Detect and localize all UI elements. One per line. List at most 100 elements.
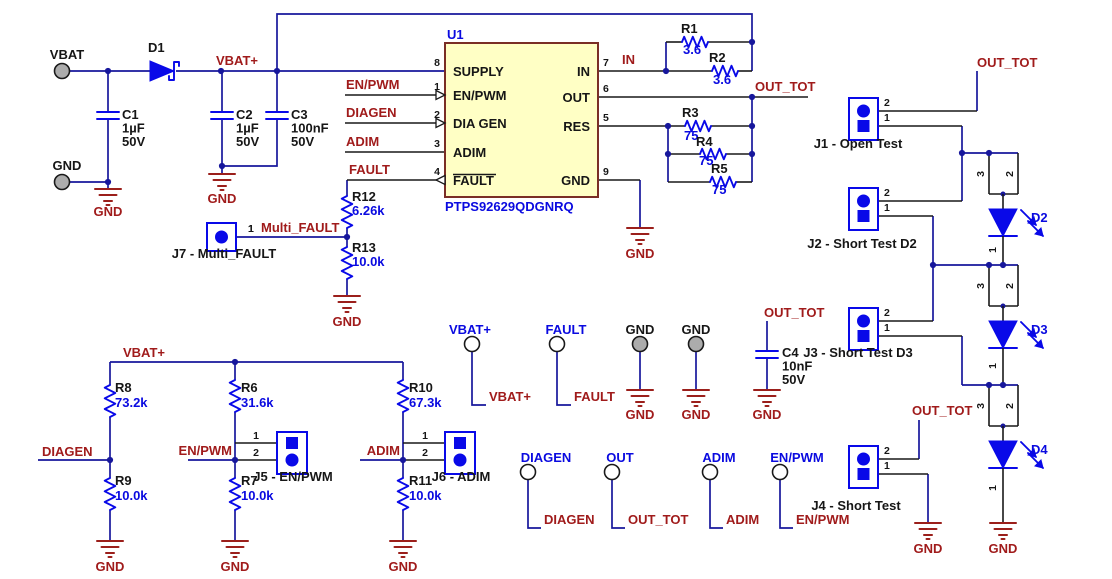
net-label-adim-tp[interactable]: ADIM (726, 512, 759, 527)
net-label-fault-tp[interactable]: FAULT (574, 389, 615, 404)
connector-pin-square[interactable] (286, 437, 298, 449)
net-label-vbat-plus-main[interactable]: VBAT+ (216, 53, 258, 68)
resistor-R2[interactable]: R23.6 (709, 50, 739, 87)
test-point-label: GND (53, 158, 82, 173)
led-symbol[interactable] (988, 440, 1018, 470)
net-label-en-pwm-pin[interactable]: EN/PWM (346, 77, 399, 92)
net-label-en-pwm-row[interactable]: EN/PWM (179, 443, 232, 458)
test-point-pad[interactable] (771, 463, 789, 481)
test-point-pad[interactable] (463, 335, 481, 353)
test-point-tp_enpwm[interactable]: EN/PWM (770, 450, 824, 481)
resistor-R1[interactable]: R13.6 (681, 21, 709, 57)
connector-pin-square[interactable] (857, 330, 870, 342)
connector-pin-round[interactable] (857, 452, 870, 466)
net-label-diagen-row[interactable]: DIAGEN (42, 444, 93, 459)
connector-body[interactable] (848, 187, 879, 231)
net-label-adim-row[interactable]: ADIM (367, 443, 400, 458)
diode-D1[interactable]: D1 (148, 40, 180, 82)
net-label-diagen-pin[interactable]: DIAGEN (346, 105, 397, 120)
net-label-vbat-plus-tp[interactable]: VBAT+ (489, 389, 531, 404)
net-label-out-tot-topright[interactable]: OUT_TOT (977, 55, 1037, 70)
test-point-pad[interactable] (519, 463, 537, 481)
connector-body[interactable] (848, 97, 879, 141)
net-label-adim-pin[interactable]: ADIM (346, 134, 379, 149)
connector-body[interactable] (444, 431, 476, 475)
connector-pin-square[interactable] (454, 437, 466, 449)
connector-pin-number: 2 (422, 447, 428, 459)
led-ref: D4 (1031, 442, 1048, 457)
test-point-tp_gnd_mid1[interactable]: GND (626, 322, 655, 353)
test-point-pad[interactable] (53, 62, 71, 80)
test-point-pad[interactable] (53, 173, 71, 191)
diode-symbol[interactable] (149, 60, 176, 82)
connector-pin-square[interactable] (857, 120, 870, 132)
net-label-multi-fault[interactable]: Multi_FAULT (261, 220, 340, 235)
capacitor-voltage: 50V (782, 372, 805, 387)
net-label-fault-pin[interactable]: FAULT (349, 162, 390, 177)
connector-pin-round[interactable] (215, 230, 228, 244)
ic-body[interactable] (444, 42, 599, 198)
test-point-tp_gnd_mid2[interactable]: GND (682, 322, 711, 353)
connector-body[interactable] (848, 445, 879, 489)
test-point-tp_diagen[interactable]: DIAGEN (519, 450, 572, 481)
net-label-out-tot-out[interactable]: OUT_TOT (755, 79, 815, 94)
net-label-out-tot-tp[interactable]: OUT_TOT (628, 512, 688, 527)
test-point-pad[interactable] (687, 335, 705, 353)
connector-pin-round[interactable] (285, 453, 299, 467)
test-point-pad[interactable] (631, 335, 649, 353)
test-point-tp_fault[interactable]: FAULT (546, 322, 587, 353)
test-point-pad[interactable] (548, 335, 566, 353)
connector-pin-round[interactable] (857, 104, 870, 118)
connector-pin-round[interactable] (857, 314, 870, 328)
connector-pin-round[interactable] (453, 453, 467, 467)
net-label-in-pin[interactable]: IN (622, 52, 635, 67)
connector-body[interactable] (276, 431, 308, 475)
test-point-tp_vbatp[interactable]: VBAT+ (449, 322, 491, 353)
connector-pin-square[interactable] (857, 468, 870, 480)
connector-J7[interactable]: 1J7 - Multi_FAULT (172, 222, 277, 261)
net-label-out-tot-j4[interactable]: OUT_TOT (912, 403, 972, 418)
test-point-tp_adim[interactable]: ADIM (701, 450, 736, 481)
connector-pin-round[interactable] (857, 194, 870, 208)
test-point-pad[interactable] (701, 463, 719, 481)
connector-body[interactable] (848, 307, 879, 351)
net-label-vbat-plus-rail[interactable]: VBAT+ (123, 345, 165, 360)
net-label-diagen-tp[interactable]: DIAGEN (544, 512, 595, 527)
test-point-pad[interactable] (603, 463, 621, 481)
test-point-tp_vbat[interactable]: VBAT (50, 47, 84, 80)
test-point-tp_gnd_left[interactable]: GND (53, 158, 82, 191)
net-label-en-pwm-tp[interactable]: EN/PWM (796, 512, 849, 527)
led-pin-number: 3 (975, 403, 987, 409)
led-symbol[interactable] (988, 208, 1018, 238)
wire (709, 480, 723, 529)
test-point-tp_out[interactable]: OUT (603, 450, 634, 481)
connector-pin-square[interactable] (857, 210, 870, 222)
net-label-out-tot-c4[interactable]: OUT_TOT (764, 305, 824, 320)
led-symbol[interactable] (988, 320, 1018, 350)
